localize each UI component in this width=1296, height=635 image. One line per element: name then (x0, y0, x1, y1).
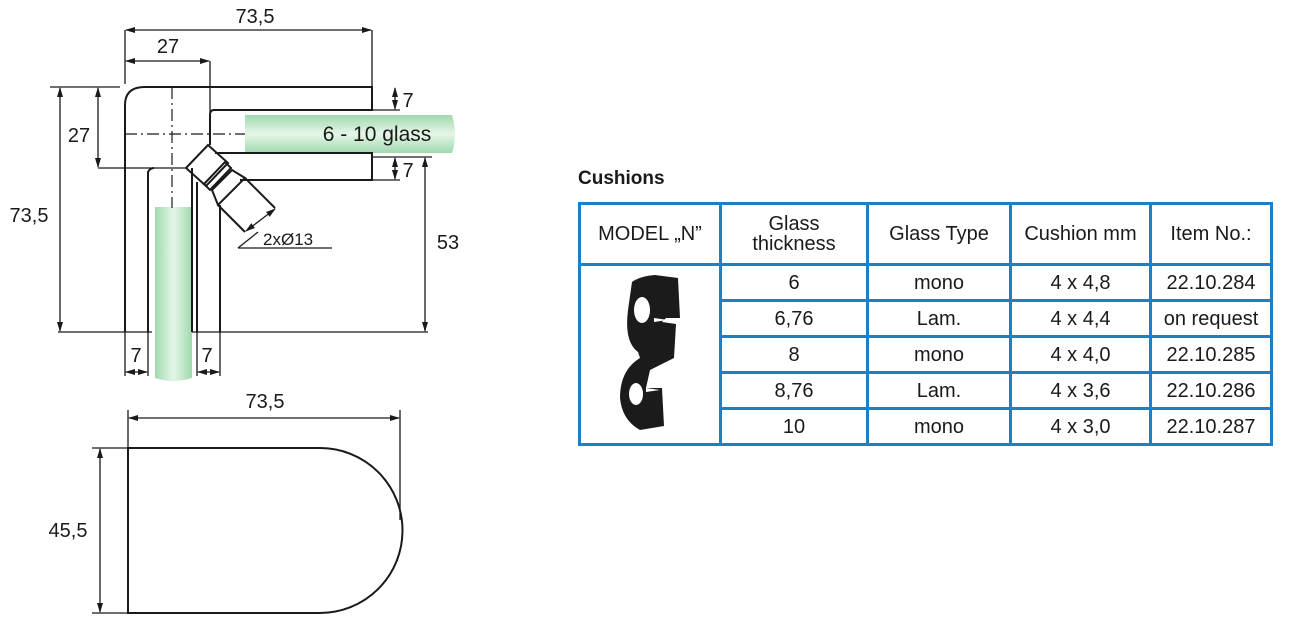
table-row: 8,76 Lam. 4 x 3,6 22.10.286 (580, 371, 1273, 410)
dim-overall-height: 73,5 (10, 205, 49, 227)
cell-cushion: 4 x 3,6 (1009, 371, 1152, 410)
cell-type: Lam. (866, 299, 1012, 338)
table-row: 6,76 Lam. 4 x 4,4 on request (580, 299, 1273, 338)
header-cushion-mm: Cushion mm (1009, 202, 1152, 266)
cell-cushion: 4 x 4,8 (1009, 263, 1152, 302)
cell-item: on request (1149, 299, 1273, 338)
table-header-row: MODEL „N” Glass thickness Glass Type Cus… (578, 202, 1273, 266)
dim-plate-top: 7 (402, 90, 413, 112)
top-view (50, 27, 455, 381)
vertical-glass (155, 207, 192, 381)
cell-thickness: 6,76 (719, 299, 869, 338)
top-view-labels: 73,5 27 27 73,5 7 7 53 7 7 2xØ13 6 - 10 … (10, 6, 460, 367)
header-item-no: Item No.: (1149, 202, 1273, 266)
cushions-table: MODEL „N” Glass thickness Glass Type Cus… (578, 202, 1273, 446)
cell-thickness: 6 (719, 263, 869, 302)
dim-overall-width: 73,5 (236, 6, 275, 28)
dim-plate-right: 7 (201, 345, 212, 367)
side-view (92, 410, 404, 614)
cell-item: 22.10.284 (1149, 263, 1273, 302)
dim-side-width: 73,5 (246, 391, 285, 413)
cell-cushion: 4 x 3,0 (1009, 407, 1152, 446)
cell-item: 22.10.286 (1149, 371, 1273, 410)
cell-type: Lam. (866, 371, 1012, 410)
cell-cushion: 4 x 4,4 (1009, 299, 1152, 338)
cell-type: mono (866, 407, 1012, 446)
dim-holes: 2xØ13 (263, 230, 313, 249)
cell-thickness: 8,76 (719, 371, 869, 410)
cell-type: mono (866, 335, 1012, 374)
horizontal-glass (245, 115, 455, 153)
header-glass-thickness: Glass thickness (719, 202, 869, 266)
dim-side-height: 45,5 (49, 520, 88, 542)
table-row: 8 mono 4 x 4,0 22.10.285 (580, 335, 1273, 374)
glass-label: 6 - 10 glass (323, 123, 432, 146)
cushion-image (620, 275, 680, 430)
cell-item: 22.10.285 (1149, 335, 1273, 374)
cushions-title: Cushions (578, 168, 665, 189)
cell-item: 22.10.287 (1149, 407, 1273, 446)
table-row: 6 mono 4 x 4,8 22.10.284 (578, 263, 1273, 446)
header-model: MODEL „N” (578, 202, 722, 266)
cell-type: mono (866, 263, 1012, 302)
cell-thickness: 8 (719, 335, 869, 374)
header-glass-type: Glass Type (866, 202, 1012, 266)
table-row: 10 mono 4 x 3,0 22.10.287 (580, 407, 1273, 446)
dim-plate-left: 7 (130, 345, 141, 367)
dim-offset-height: 53 (437, 232, 459, 254)
dim-arm-height: 27 (68, 125, 90, 147)
cell-thickness: 10 (719, 407, 869, 446)
cell-cushion: 4 x 4,0 (1009, 335, 1152, 374)
dim-plate-bottom: 7 (402, 160, 413, 182)
dim-arm-width: 27 (157, 36, 179, 58)
cushion-image-cell (578, 263, 722, 446)
